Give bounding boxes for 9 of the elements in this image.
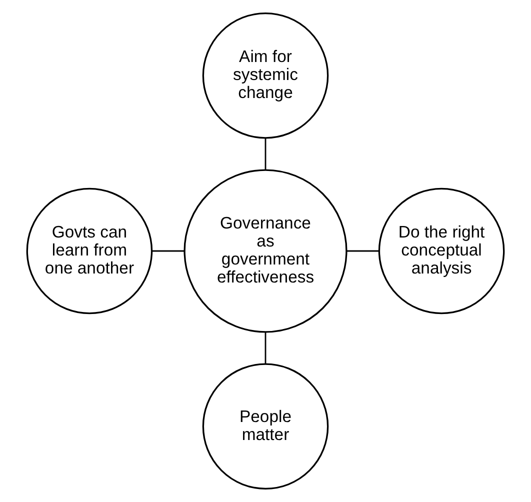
connector (264, 332, 266, 364)
node-circle: People matter (202, 363, 329, 490)
connector (264, 138, 266, 170)
node-circle: Aim for systemic change (202, 12, 329, 139)
node-circle: Do the right conceptual analysis (378, 188, 505, 314)
connector (346, 250, 379, 252)
node-circle: Governance as government effectiveness (184, 169, 348, 333)
connector (152, 250, 184, 252)
node-circle: Govts can learn from one another (26, 188, 153, 314)
